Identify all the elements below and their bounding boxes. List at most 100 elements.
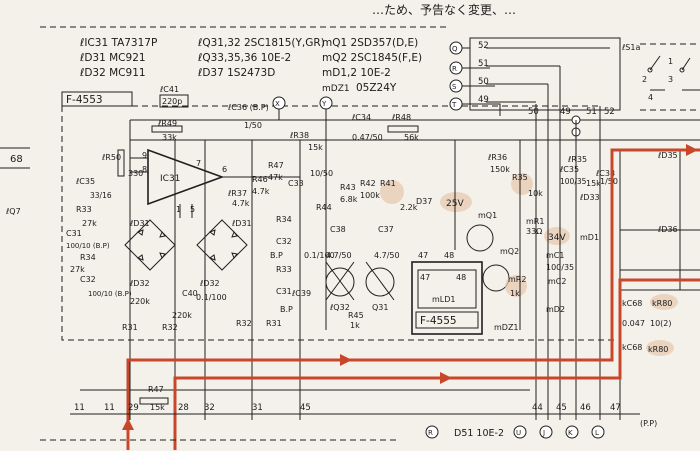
c35r-label: ℓC35 xyxy=(559,165,579,174)
side-label: 68 xyxy=(10,154,23,165)
mc2-label: mC2 xyxy=(548,277,566,286)
r45-value: 1k xyxy=(350,321,360,330)
sub-pin-48b: 48 xyxy=(456,273,466,282)
r41-value: 2.2k xyxy=(400,203,418,212)
r35r-label: ℓR35 xyxy=(567,155,587,164)
r32-value: 220k xyxy=(172,311,192,320)
c31b-label: C31 xyxy=(276,287,292,296)
legend-mdz1-label: mDZ1 xyxy=(322,84,350,94)
switch-levers xyxy=(649,55,700,91)
r49-resistor xyxy=(151,125,183,133)
switch-pin-1: 1 xyxy=(668,57,673,66)
bottom-pin-28: 28 xyxy=(178,403,189,413)
c34-value: 0.47/50 xyxy=(352,133,383,142)
connector-bottom-u xyxy=(513,425,527,439)
connector-y-letter: Y xyxy=(321,100,327,108)
xy-leads xyxy=(278,109,327,330)
sub-board-frame xyxy=(411,261,483,335)
bottom-pin-45b: 45 xyxy=(556,403,567,413)
r31-value: 220k xyxy=(130,297,150,306)
legend-ic31: ℓIC31 TA7317P xyxy=(79,37,157,49)
connector-column-right: Q R S T xyxy=(449,41,501,116)
sub-pin-47: 47 xyxy=(418,251,428,260)
r41-label: R41 xyxy=(380,179,396,188)
r49-label: ℓR49 xyxy=(157,119,177,128)
r35r-value: 15k xyxy=(586,179,601,188)
arrow-up-icon xyxy=(122,418,134,430)
ic31-leads xyxy=(130,157,300,218)
signal-path-highlight xyxy=(173,278,700,450)
r47b-resistor xyxy=(139,397,169,405)
sub-board-label-box xyxy=(415,311,479,329)
c36-label: ℓC36 (B.P) xyxy=(227,103,269,112)
mr80-label: kR80 xyxy=(648,345,668,354)
bottom-pin-45: 45 xyxy=(300,403,311,413)
r37-label: ℓR37 xyxy=(227,189,247,198)
c39-label: ℓC39 xyxy=(291,289,311,298)
voltage-34v: 34V xyxy=(548,233,566,243)
switch-pin-4: 4 xyxy=(648,93,653,102)
r34-value: 27k xyxy=(70,265,85,274)
bottom-pin-31: 31 xyxy=(252,403,263,413)
r31b-label: R31 xyxy=(266,319,282,328)
c32-value: 100/10 (B.P) xyxy=(88,290,132,298)
d32b-label: ℓD32 xyxy=(199,279,220,288)
r48-value: 56k xyxy=(404,133,419,142)
kr80-value: 10(2) xyxy=(650,319,672,328)
legend-q33: ℓQ33,35,36 10E-2 xyxy=(197,52,291,64)
r50-label: ℓR50 xyxy=(101,153,121,162)
connector-r-letter: R xyxy=(452,65,457,73)
r44-value: 10/50 xyxy=(310,169,333,178)
bp-label: B.P xyxy=(270,251,283,260)
mid-pin-51: 51 xyxy=(586,107,597,117)
r46-value: 4.7k xyxy=(252,187,270,196)
ic31-opamp xyxy=(147,148,225,206)
q32-label: ℓQ32 xyxy=(329,303,350,312)
ic-pin-8: 8 xyxy=(142,165,147,174)
bottom-pin-47: 47 xyxy=(610,403,621,413)
r42-value: 100k xyxy=(360,191,380,200)
c33r-label: ℓC33 xyxy=(595,169,615,178)
c32-label: C32 xyxy=(80,275,96,284)
legend-d37: ℓD37 1S2473D xyxy=(197,67,275,79)
d31b-label: ℓD31 xyxy=(231,219,252,228)
kc68-value: 0.047 xyxy=(622,319,645,328)
legend-mq2: mQ2 2SC1845(F,E) xyxy=(322,52,422,64)
r50-value: 330 xyxy=(128,169,143,178)
connector-bottom-l xyxy=(591,425,605,439)
d33-label: ℓD33 xyxy=(579,193,600,202)
mr2-value: 1k xyxy=(510,289,520,298)
c35-label: ℓC35 xyxy=(75,177,95,186)
highlight-mark xyxy=(646,340,674,356)
highlight-mark xyxy=(380,180,404,204)
r48-label: ℓR48 xyxy=(391,113,411,122)
c39-value: 0.1/100 xyxy=(304,251,335,260)
connector-bottom-j xyxy=(539,425,553,439)
connector-q-letter: Q xyxy=(452,45,458,53)
sub-pin-47b: 47 xyxy=(420,273,430,282)
r43-label: R43 xyxy=(340,183,356,192)
r34-label: R34 xyxy=(80,253,96,262)
r42-label: R42 xyxy=(360,179,376,188)
sub-board-label: F-4555 xyxy=(420,315,457,327)
d37-label: D37 xyxy=(416,197,432,206)
r45-label: R45 xyxy=(348,311,364,320)
mld1-box xyxy=(417,269,477,309)
r44-label: R44 xyxy=(316,203,332,212)
q7-label: ℓQ7 xyxy=(5,207,21,216)
legend-d32: ℓD32 MC911 xyxy=(79,67,146,79)
bottom-pin-29: 29 xyxy=(128,403,139,413)
legend-md1: mD1,2 10E-2 xyxy=(322,67,391,79)
c37-label: C37 xyxy=(378,225,394,234)
kc68-label: kC68 xyxy=(622,299,642,308)
c41-value: 220p xyxy=(162,97,182,106)
bottom-pin-46: 46 xyxy=(580,403,591,413)
board-dashed-frame xyxy=(61,105,618,341)
connector-bottom-l-letter: L xyxy=(595,429,599,437)
r49-value: 33k xyxy=(162,133,177,142)
r50-resistor xyxy=(117,149,125,177)
mq2-label: mQ2 xyxy=(500,247,519,256)
connector-bottom-u-letter: U xyxy=(516,429,521,437)
mr1-value: 33Ω xyxy=(526,227,542,236)
